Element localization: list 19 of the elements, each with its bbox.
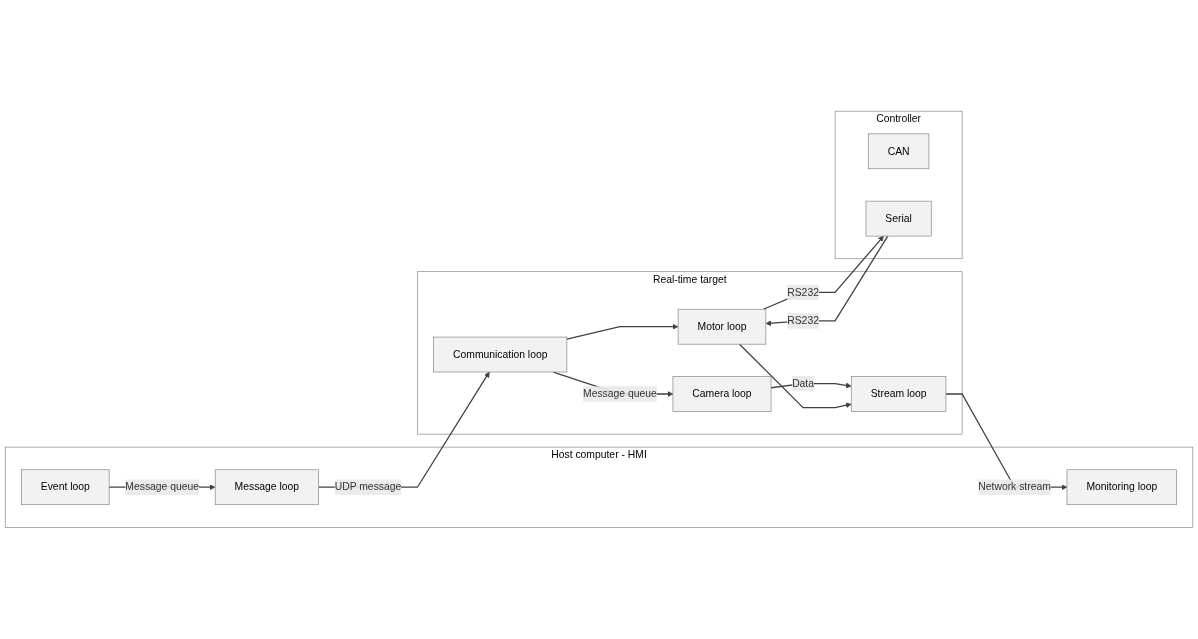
edge-label: Network stream (978, 481, 1051, 493)
arrow (765, 235, 889, 327)
edge-label: Message queue (583, 388, 657, 400)
edge-label: RS232 (787, 286, 819, 298)
node-box: CAN (867, 133, 930, 170)
node-box: Motor loop (677, 309, 767, 345)
arrow (762, 236, 884, 311)
edge-label: Message queue (125, 481, 200, 493)
arrow (566, 324, 679, 340)
node-box: Stream loop (850, 376, 947, 413)
node-box: Message loop (214, 469, 319, 506)
node-box: Serial (865, 201, 932, 237)
node-box: Communication loop (433, 336, 568, 373)
node-box: Monitoring loop (1066, 469, 1177, 506)
edge-label: Data (792, 378, 815, 390)
edge-label: UDP message (334, 481, 402, 493)
edge-label: RS232 (787, 315, 819, 327)
node-box: Camera loop (672, 376, 772, 413)
node-box: Event loop (21, 469, 110, 506)
